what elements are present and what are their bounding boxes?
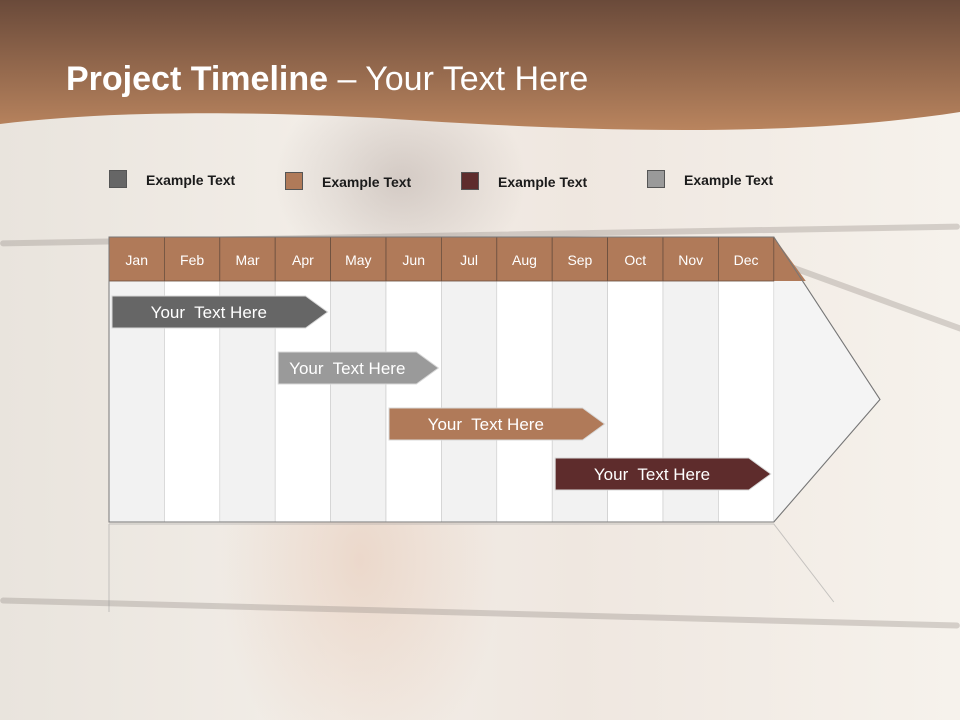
timeline-bar: [554, 457, 772, 491]
legend-label: Example Text: [146, 172, 236, 188]
month-column: [496, 280, 553, 523]
month-header-cap: [773, 237, 806, 281]
month-label: Jul: [460, 252, 478, 268]
title-bold: Project Timeline: [66, 60, 329, 98]
timeline-bar-label: Your Text Here: [151, 303, 267, 322]
timeline-bar-label: Your Text Here: [289, 359, 405, 378]
legend-swatch: [285, 172, 303, 190]
legend-label: Example Text: [322, 174, 412, 190]
timeline-bar-label: Your Text Here: [428, 415, 544, 434]
timeline-reflection: [108, 523, 835, 612]
month-label: Nov: [678, 252, 703, 268]
month-column: [441, 280, 498, 523]
month-header-cell: [385, 236, 442, 282]
title-rest: – Your Text Here: [328, 60, 589, 98]
timeline-bar: [388, 407, 606, 441]
legend-swatch: [647, 170, 665, 188]
month-label: May: [345, 252, 371, 268]
month-column: [385, 280, 442, 523]
legend-swatch: [461, 172, 479, 190]
month-label: Sep: [567, 252, 592, 268]
month-label: Jan: [125, 252, 148, 268]
month-label: Oct: [624, 252, 646, 268]
month-label: Aug: [512, 252, 537, 268]
month-header-cell: [440, 236, 498, 282]
month-header-cell: [219, 236, 276, 282]
header-band: [0, 0, 960, 131]
timeline-bar-label: Your Text Here: [594, 465, 710, 484]
month-column: [330, 280, 387, 523]
timeline-outline: [108, 236, 881, 523]
timeline-bar: [111, 295, 329, 329]
legend-swatch: [109, 170, 127, 188]
legend-label: Example Text: [498, 174, 588, 190]
month-label: Jun: [402, 252, 425, 268]
legend-label: Example Text: [684, 172, 774, 188]
month-label: Dec: [734, 252, 759, 268]
month-header-cell: [496, 236, 553, 282]
month-label: Apr: [292, 252, 314, 268]
month-header-cell: [274, 236, 332, 282]
month-label: Mar: [235, 252, 259, 268]
month-header-cell: [163, 236, 221, 282]
month-header-cell: [330, 236, 387, 282]
page-title: Project Timeline – Your Text Here: [66, 60, 588, 99]
month-label: Feb: [180, 252, 204, 268]
timeline-bar: [277, 351, 440, 385]
